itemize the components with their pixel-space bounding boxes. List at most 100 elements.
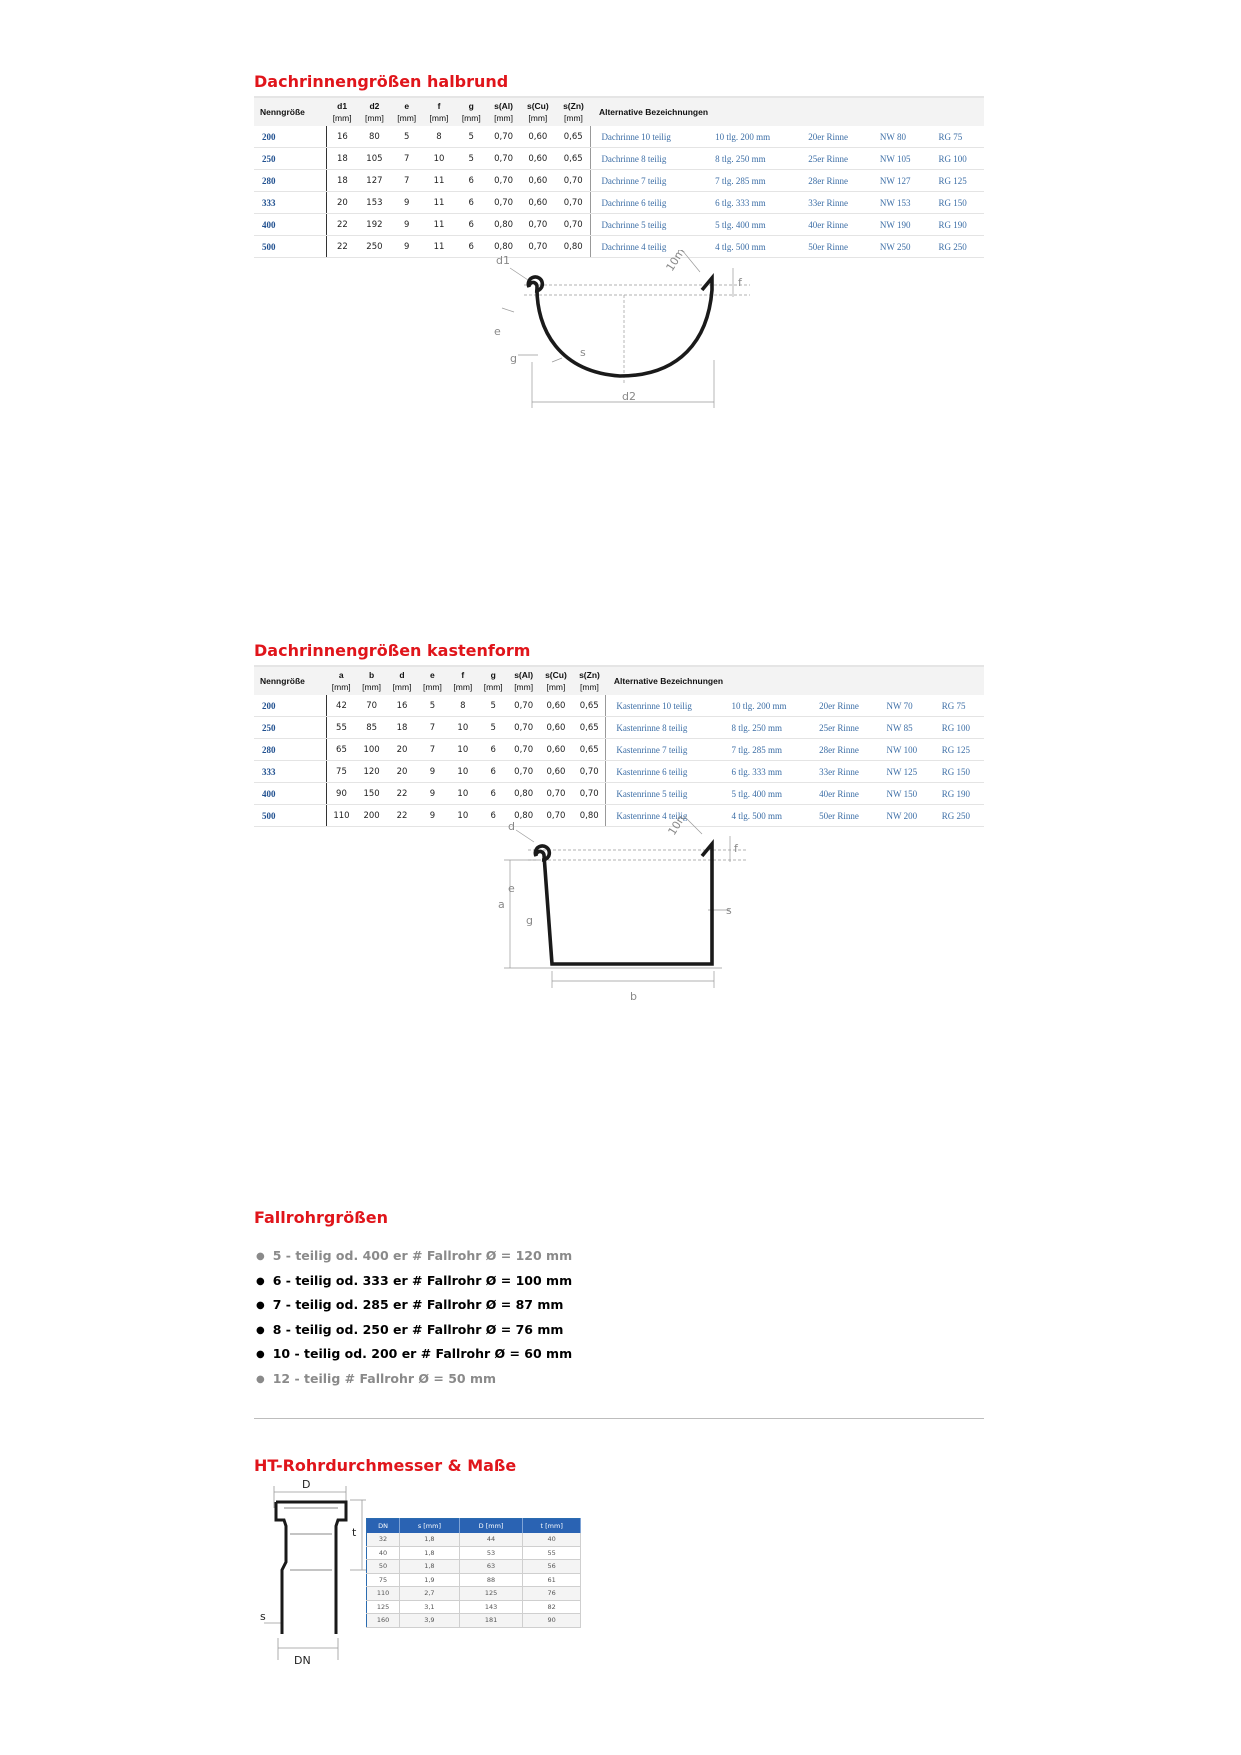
table-cell: 280 — [254, 738, 326, 761]
table-cell: 1,9 — [399, 1573, 460, 1587]
table-cell: 25er Rinne — [809, 716, 877, 739]
list-item: 6 - teilig od. 333 er # Fallrohr Ø = 100… — [256, 1269, 572, 1294]
table-cell: 1,8 — [399, 1546, 460, 1560]
table-cell: 0,60 — [519, 169, 556, 192]
column-header: e[mm] — [417, 665, 448, 695]
table-cell: 250 — [254, 716, 326, 739]
table-cell: Dachrinne 10 teilig — [590, 126, 706, 148]
table-cell: RG 190 — [931, 782, 984, 805]
table-cell: 28er Rinne — [798, 169, 870, 192]
table-cell: 6 tlg. 333 mm — [721, 760, 810, 783]
table-cell: 125 — [459, 1586, 524, 1601]
dim-d: d — [508, 820, 515, 833]
table-cell: RG 75 — [931, 695, 984, 717]
table-cell: NW 70 — [876, 695, 932, 717]
table-cell: 0,70 — [573, 782, 607, 805]
column-header: Nenngröße — [254, 96, 326, 126]
column-header: g[mm] — [478, 665, 509, 695]
column-header: d1[mm] — [326, 96, 359, 126]
table-cell: 40 — [366, 1546, 401, 1560]
table-cell: 7 — [390, 169, 423, 192]
table-cell: 0,60 — [519, 191, 556, 214]
table-cell: 6 — [455, 191, 488, 214]
table-cell: 8 — [422, 126, 456, 148]
table-cell: 8 — [447, 695, 479, 717]
table-cell: 333 — [254, 760, 326, 783]
dim-t: t — [352, 1526, 357, 1539]
table-cell: 22 — [325, 235, 359, 258]
table-cell: 50 — [366, 1559, 401, 1574]
table-cell: 400 — [254, 782, 326, 805]
table-cell: 0,70 — [555, 213, 592, 236]
table-cell: 65 — [325, 738, 357, 761]
table-cell: RG 150 — [931, 760, 984, 783]
list-item: 8 - teilig od. 250 er # Fallrohr Ø = 76 … — [256, 1318, 572, 1343]
table-cell: 50er Rinne — [798, 235, 870, 258]
table-cell: Kastenrinne 6 teilig — [605, 760, 722, 783]
table-cell: 9 — [417, 782, 448, 805]
column-header: e[mm] — [390, 96, 423, 126]
table-cell: 55 — [522, 1546, 581, 1560]
fallrohr-title: Fallrohrgrößen — [254, 1208, 389, 1227]
table-cell: NW 150 — [876, 782, 932, 805]
column-header-unit: [mm] — [397, 113, 417, 123]
column-header-unit: [mm] — [580, 682, 599, 692]
table-cell: 6 — [478, 804, 509, 827]
column-header: d[mm] — [386, 665, 418, 695]
table-cell: 70 — [356, 695, 387, 717]
kastenform-diagram: d a e g s b f 10mm — [498, 816, 748, 1003]
section-divider — [254, 1418, 984, 1419]
table-cell: 22 — [386, 804, 418, 827]
table-cell: 0,70 — [487, 147, 520, 170]
table-cell: 11 — [422, 213, 456, 236]
dim-D: D — [302, 1478, 310, 1491]
table-cell: RG 100 — [928, 147, 984, 170]
column-header-unit: [mm] — [331, 682, 351, 692]
list-item: 5 - teilig od. 400 er # Fallrohr Ø = 120… — [256, 1244, 572, 1269]
dim-f: f — [734, 842, 739, 855]
column-header: s [mm] — [399, 1518, 460, 1533]
column-header-label: Alternative Bezeichnungen — [613, 676, 724, 686]
table-cell: 200 — [254, 126, 326, 148]
table-cell: 110 — [325, 804, 357, 827]
table-cell: 42 — [325, 695, 357, 717]
dim-d1: d1 — [496, 254, 510, 267]
table-cell: 400 — [254, 213, 326, 236]
table-cell: RG 125 — [931, 738, 984, 761]
table-cell: Kastenrinne 5 teilig — [605, 782, 722, 805]
table-cell: 7 — [417, 738, 448, 761]
table-cell: NW 200 — [876, 804, 932, 827]
column-header-unit: [mm] — [514, 682, 534, 692]
table-cell: 18 — [325, 169, 359, 192]
table-cell: NW 127 — [869, 169, 929, 192]
column-header: s(Cu)[mm] — [538, 665, 574, 695]
column-header-label: f — [461, 670, 465, 680]
table-cell: 6 — [455, 235, 488, 258]
table-cell: 82 — [522, 1600, 581, 1614]
column-header-unit: [mm] — [546, 682, 566, 692]
table-cell: 0,70 — [538, 782, 574, 805]
column-header-unit: [mm] — [483, 682, 503, 692]
table-cell: 0,70 — [508, 716, 539, 739]
dim-e: e — [508, 882, 515, 895]
table-cell: 0,80 — [487, 235, 520, 258]
table-cell: 0,65 — [573, 695, 607, 717]
column-header: d2[mm] — [358, 96, 391, 126]
table-cell: 40 — [522, 1533, 581, 1547]
table-cell: 250 — [254, 147, 326, 170]
table-cell: 10 — [447, 760, 479, 783]
table-cell: 6 — [478, 760, 509, 783]
table-cell: 333 — [254, 191, 326, 214]
table-cell: 85 — [356, 716, 387, 739]
table-cell: 55 — [325, 716, 357, 739]
table-cell: Kastenrinne 10 teilig — [605, 695, 722, 717]
column-header-label: g — [468, 101, 474, 111]
table-cell: 6 — [478, 782, 509, 805]
table-cell: 40er Rinne — [798, 213, 870, 236]
dim-e: e — [494, 325, 501, 338]
list-item: 7 - teilig od. 285 er # Fallrohr Ø = 87 … — [256, 1293, 572, 1318]
table-cell: 80 — [358, 126, 391, 148]
